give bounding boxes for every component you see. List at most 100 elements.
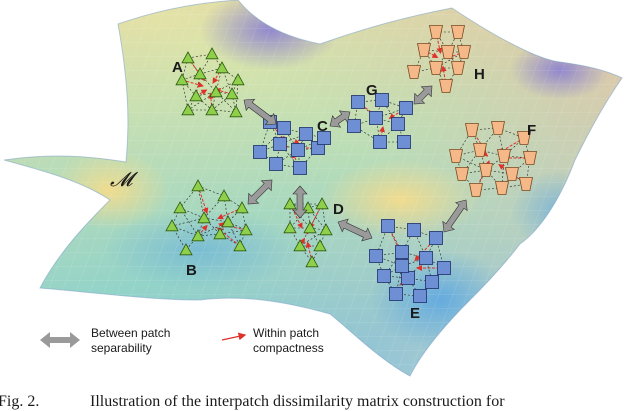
patch-label-c: C	[317, 118, 328, 135]
square-node	[277, 121, 291, 135]
patch-g	[347, 93, 413, 149]
figure-caption: Fig. 2. Illustration of the interpatch di…	[0, 393, 640, 411]
triangle-node	[191, 179, 205, 192]
legend-between-line2: separability	[91, 341, 152, 355]
neighbor-link	[279, 143, 299, 151]
neighbor-link	[447, 51, 459, 69]
neighbor-link	[197, 217, 205, 237]
patch-h	[407, 25, 471, 93]
square-node	[407, 223, 421, 237]
patch-label-d: D	[333, 201, 344, 218]
square-node	[375, 93, 389, 107]
patch-f	[449, 121, 537, 197]
trapezoid-node	[469, 183, 483, 197]
square-node	[399, 101, 413, 115]
trapezoid-node	[495, 181, 509, 195]
triangle-node	[193, 67, 207, 80]
within-patch-arrow	[395, 273, 406, 295]
triangle-node	[233, 239, 247, 252]
between-patch-arrow	[247, 179, 273, 205]
trapezoid-node	[523, 151, 537, 165]
square-node	[291, 143, 305, 157]
trapezoid-node	[479, 163, 493, 177]
square-node	[347, 119, 361, 133]
triangle-node	[197, 211, 211, 224]
triangle-node	[217, 189, 231, 202]
triangle-node	[221, 215, 235, 228]
square-node	[377, 269, 391, 283]
triangle-node	[209, 85, 223, 98]
between-patch-arrow	[413, 85, 433, 105]
legend-within-line1: Within patch	[253, 326, 319, 340]
triangle-node	[189, 89, 203, 102]
triangle-node	[319, 223, 333, 236]
triangle-node	[173, 201, 187, 214]
neighbor-link	[311, 245, 321, 263]
triangle-node	[283, 197, 297, 210]
neighbor-link	[181, 73, 201, 81]
caption-text: Illustration of the interpatch dissimila…	[90, 393, 505, 410]
trapezoid-node	[451, 61, 465, 75]
between-patch-legend-icon	[40, 332, 80, 348]
neighbor-link	[195, 95, 213, 111]
manifold-surface	[3, 0, 623, 377]
neighbor-link	[431, 267, 445, 283]
patch-a	[175, 47, 245, 118]
square-node	[425, 275, 439, 289]
trapezoid-node	[455, 167, 469, 181]
square-node	[397, 135, 411, 149]
trapezoid-node	[519, 177, 533, 191]
patch-label-e: E	[410, 305, 420, 322]
patch-label-f: F	[527, 122, 536, 139]
triangle-node	[225, 87, 239, 100]
patch-label-h: H	[474, 66, 485, 83]
triangle-node	[231, 73, 245, 86]
neighbor-link	[397, 123, 405, 143]
triangle-node	[283, 221, 297, 234]
trapezoid-node	[407, 65, 421, 79]
triangle-node	[179, 243, 193, 256]
neighbor-link	[397, 107, 407, 125]
square-node	[299, 127, 313, 141]
trapezoid-node	[429, 61, 443, 75]
neighbor-link	[305, 133, 325, 139]
caption-prefix: Fig. 2.	[0, 393, 40, 410]
trapezoid-node	[497, 149, 511, 163]
triangle-node	[191, 229, 205, 242]
square-node	[419, 251, 433, 265]
square-node	[369, 249, 383, 263]
legend-within-line2: compactness	[253, 341, 324, 355]
within-patch-arrow	[440, 65, 447, 87]
triangle-node	[175, 73, 189, 86]
square-node	[413, 289, 427, 303]
within-patch-arrow	[388, 107, 407, 120]
square-node	[369, 111, 383, 125]
trapezoid-node	[417, 43, 431, 57]
trapezoid-node	[429, 25, 443, 39]
triangle-node	[213, 227, 227, 240]
trapezoid-node	[465, 123, 479, 137]
between-patch-arrows	[243, 85, 468, 242]
square-node	[401, 271, 415, 285]
neighbor-link	[375, 99, 383, 119]
square-node	[317, 131, 331, 145]
between-patch-arrow	[442, 199, 468, 233]
triangle-node	[313, 239, 327, 252]
within-patch-arrow	[305, 241, 313, 263]
between-patch-arrow	[329, 110, 351, 128]
triangle-node	[165, 219, 179, 232]
square-node	[273, 137, 287, 151]
neighbor-link	[235, 79, 239, 113]
trapezoid-node	[491, 121, 505, 135]
triangle-node	[205, 103, 219, 116]
neighbor-link	[239, 229, 247, 247]
square-node	[389, 287, 403, 301]
patch-b	[165, 179, 253, 256]
between-patch-arrow	[292, 185, 308, 219]
square-node	[391, 117, 405, 131]
trapezoid-node	[449, 149, 463, 163]
legend-between-line1: Between patch	[91, 326, 170, 340]
neighbor-link	[211, 109, 237, 113]
trapezoid-node	[517, 131, 531, 145]
